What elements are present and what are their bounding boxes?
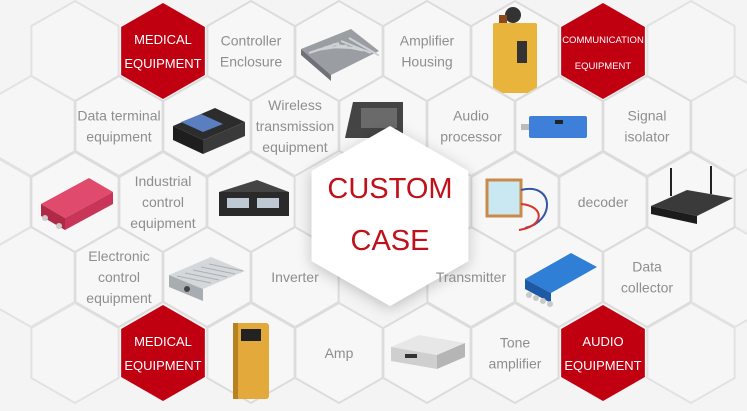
hexagon-shape [561,305,645,401]
cell-label-line: Transmitter [436,269,507,285]
product-image-hexagon [294,0,384,103]
cell-label-line: equipment [130,215,195,231]
copper-module-with-cables-image [485,178,548,231]
product-image-hexagon [30,150,120,254]
cell-label-line: control [98,269,140,285]
cell-label-line: Amplifier [400,33,455,49]
cell-label-line: processor [440,129,502,145]
cell-label-line: amplifier [489,356,542,372]
cell-label-line: Data [632,259,662,275]
hexagon-shape [602,74,692,178]
cell-label-line: control [142,194,184,210]
cell-label-line: decoder [578,194,629,210]
product-image-hexagon [646,150,736,254]
cell-label-line: Tone [500,335,531,351]
gold-tall-enclosure-image [233,323,269,399]
black-router-box-image [173,108,245,154]
cell-label-line: Controller [221,33,282,49]
cell-label-line: MEDICAL [134,32,192,47]
cell-label-line: equipment [262,139,327,155]
cell-label-line: EQUIPMENT [575,61,632,72]
black-industrial-box-image [219,180,289,216]
blue-signal-module-image [521,116,587,138]
hexagon-shape [561,3,645,99]
category-hexagon [121,305,205,401]
cell-label-line: equipment [86,129,151,145]
cell-label-line: Signal [628,108,667,124]
center-title-line-1: CUSTOM [327,173,452,205]
product-image-hexagon [470,0,560,103]
antenna-router-image [651,166,733,224]
center-title-line-2: CASE [351,225,430,257]
product-image-hexagon [470,150,560,254]
hexagon-shape [121,3,205,99]
cell-label-line: Housing [401,54,452,70]
cell-label-line: EQUIPMENT [124,56,201,71]
background-hexagon [646,301,736,405]
cell-label-line: transmission [256,118,335,134]
product-image-hexagon [162,225,252,329]
cell-label-line: EQUIPMENT [124,358,201,373]
cell-label-line: EQUIPMENT [564,358,641,373]
silver-hifi-amp-image [391,335,465,369]
blue-video-converter-image [525,253,597,307]
product-image-hexagon [514,225,604,329]
aluminum-extrusion-box-image [169,257,245,301]
hexagon-shape [121,305,205,401]
gold-amplifier-housing-image [493,7,537,93]
category-hexagon [561,3,645,99]
label-hexagon [470,301,560,405]
cell-label-line: Enclosure [220,54,282,70]
cell-label-line: Data terminal [77,108,160,124]
cell-label-line: Electronic [88,248,149,264]
custom-case-hexagon: CUSTOM CASE [311,126,469,306]
product-image-hexagon [162,74,252,178]
hexagon-shape [470,301,560,405]
product-image-hexagon [206,150,296,254]
cell-label-line: Industrial [135,173,192,189]
cell-label-line: MEDICAL [134,334,192,349]
cell-label-line: COMMUNICATION [562,35,644,46]
cell-label-line: equipment [86,290,151,306]
background-hexagon [30,301,120,405]
silver-finned-enclosure-image [301,29,380,81]
category-hexagon [561,305,645,401]
cell-label-line: Wireless [268,97,322,113]
cell-label-line: Amp [325,345,354,361]
product-image-hexagon [206,301,296,405]
cell-label-line: isolator [624,129,669,145]
category-hexagon [121,3,205,99]
cell-label-line: AUDIO [582,334,623,349]
cell-label-line: Inverter [271,269,319,285]
product-image-hexagon [514,74,604,178]
hexagon-shape [602,225,692,329]
label-hexagon [602,74,692,178]
cell-label-line: collector [621,280,673,296]
label-hexagon [602,225,692,329]
product-image-hexagon [382,301,472,405]
cell-label-line: Audio [453,108,489,124]
red-enclosure-image [41,178,113,230]
